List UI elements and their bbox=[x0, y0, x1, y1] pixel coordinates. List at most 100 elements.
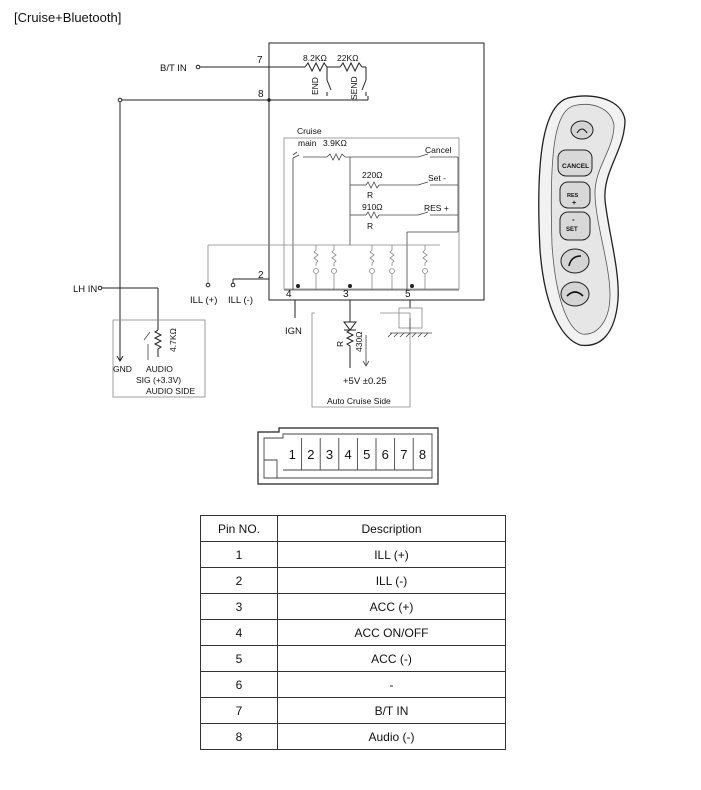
cancel-switch bbox=[417, 153, 429, 158]
resistor-430 bbox=[345, 329, 355, 352]
connector-pin-1: 1 bbox=[289, 447, 296, 462]
cruise-main-switch bbox=[292, 154, 300, 159]
resistor-220-symbol: R bbox=[367, 190, 373, 200]
ill-minus-label: ILL (-) bbox=[228, 295, 253, 306]
current-arrow bbox=[362, 360, 370, 367]
audio-side-box bbox=[112, 319, 206, 398]
lh-in-terminal bbox=[97, 285, 103, 291]
ill-plus-label: ILL (+) bbox=[190, 295, 217, 306]
zener-diode bbox=[343, 321, 357, 331]
pin-description-cell: B/T IN bbox=[277, 697, 506, 724]
ill-minus-terminal bbox=[230, 282, 236, 288]
cancel-button bbox=[557, 149, 593, 177]
set-switch bbox=[417, 181, 429, 186]
connector-pin-6: 6 bbox=[382, 447, 389, 462]
pin-no-header: Pin NO. bbox=[200, 515, 278, 542]
set-switch-label: Set - bbox=[428, 173, 446, 183]
resistor-3-9k bbox=[326, 153, 346, 161]
wiring-schematic: B/T IN 7 8.2KΩ 22KΩ END SEND 8 Cruise ma… bbox=[73, 42, 626, 485]
pin-2-label: 2 bbox=[258, 270, 264, 281]
pin-7-label: 7 bbox=[257, 55, 263, 66]
cruise-switch-box bbox=[283, 137, 460, 290]
bt-in-label: B/T IN bbox=[160, 63, 187, 74]
connector-pin-3: 3 bbox=[326, 447, 333, 462]
resistor-22k-label: 22KΩ bbox=[337, 53, 358, 63]
pin-8-terminal bbox=[117, 97, 123, 103]
switch-module-box bbox=[268, 42, 485, 301]
auto-cruise-side-label: Auto Cruise Side bbox=[327, 396, 391, 406]
phone-send-button bbox=[560, 248, 590, 274]
ill-plus-terminal bbox=[205, 282, 211, 288]
connector-pin-8: 8 bbox=[419, 447, 426, 462]
gnd-arrow bbox=[116, 355, 124, 362]
resistor-430-symbol: R bbox=[335, 341, 345, 347]
pin-number-cell: 5 bbox=[200, 645, 278, 672]
connector-pin-2: 2 bbox=[307, 447, 314, 462]
res-button bbox=[559, 181, 591, 209]
pin-description-cell: ILL (+) bbox=[277, 541, 506, 568]
cruise-main-label: main bbox=[298, 138, 317, 148]
audio-sig-label: SIG (+3.3V) bbox=[136, 375, 181, 385]
pin-number-cell: 6 bbox=[200, 671, 278, 698]
resistor-8-2k bbox=[304, 61, 328, 73]
table-row: 6- bbox=[200, 671, 506, 698]
pin-number-cell: 7 bbox=[200, 697, 278, 724]
plus-5v-label: +5V ±0.25 bbox=[343, 376, 387, 387]
bt-in-terminal bbox=[195, 64, 201, 70]
pin-5-label: 5 bbox=[405, 289, 411, 300]
resistor-910-symbol: R bbox=[367, 221, 373, 231]
resistor-8-2k-label: 8.2KΩ bbox=[303, 53, 327, 63]
resistor-910 bbox=[365, 211, 380, 219]
lh-in-label: LH IN bbox=[73, 284, 97, 295]
resistor-22k bbox=[339, 61, 363, 73]
pin-number-cell: 4 bbox=[200, 619, 278, 646]
resistor-3-9k-label: 3.9KΩ bbox=[323, 138, 347, 148]
pin-description-cell: ACC ON/OFF bbox=[277, 619, 506, 646]
audio-side-label: AUDIO SIDE bbox=[146, 386, 195, 396]
phone-icon bbox=[568, 255, 582, 267]
table-header-row: Pin NO. Description bbox=[200, 515, 506, 542]
auto-cruise-side-box bbox=[311, 312, 411, 408]
steering-switch-panel: CANCEL RES + - SET bbox=[538, 95, 626, 347]
pin-description-cell: ILL (-) bbox=[277, 567, 506, 594]
pin-4-label: 4 bbox=[286, 289, 292, 300]
res-switch-label: RES + bbox=[424, 203, 449, 213]
diagram-title: [Cruise+Bluetooth] bbox=[14, 10, 122, 25]
phone-hangup-icon bbox=[566, 291, 584, 297]
phone-end-button bbox=[560, 281, 590, 307]
cruise-label: Cruise bbox=[297, 126, 322, 136]
connector-pin-5: 5 bbox=[363, 447, 370, 462]
cancel-switch-label: Cancel bbox=[425, 145, 452, 155]
res-button-label: RES bbox=[567, 193, 579, 199]
pin-description-cell: ACC (-) bbox=[277, 645, 506, 672]
minus-icon: - bbox=[572, 215, 575, 224]
cruise-main-button bbox=[570, 120, 594, 140]
cancel-button-label: CANCEL bbox=[562, 163, 589, 170]
pin-description-cell: ACC (+) bbox=[277, 593, 506, 620]
resistor-220 bbox=[365, 181, 380, 189]
pin-8-label: 8 bbox=[258, 89, 264, 100]
resistor-430-label: 430Ω bbox=[354, 331, 364, 352]
pin-3-label: 3 bbox=[343, 289, 349, 300]
description-header: Description bbox=[277, 515, 506, 542]
ground-symbol bbox=[387, 332, 432, 338]
res-switch bbox=[417, 211, 429, 216]
send-switch-label: SEND bbox=[349, 76, 359, 100]
pin-number-cell: 2 bbox=[200, 567, 278, 594]
connector-pin-7: 7 bbox=[400, 447, 407, 462]
audio-label: AUDIO bbox=[146, 364, 173, 374]
end-switch bbox=[326, 79, 332, 91]
connector-pin-4: 4 bbox=[344, 447, 351, 462]
pin-number-cell: 3 bbox=[200, 593, 278, 620]
gnd-label: GND bbox=[113, 364, 132, 374]
illumination-leds bbox=[313, 245, 428, 290]
plus-icon: + bbox=[572, 200, 576, 207]
